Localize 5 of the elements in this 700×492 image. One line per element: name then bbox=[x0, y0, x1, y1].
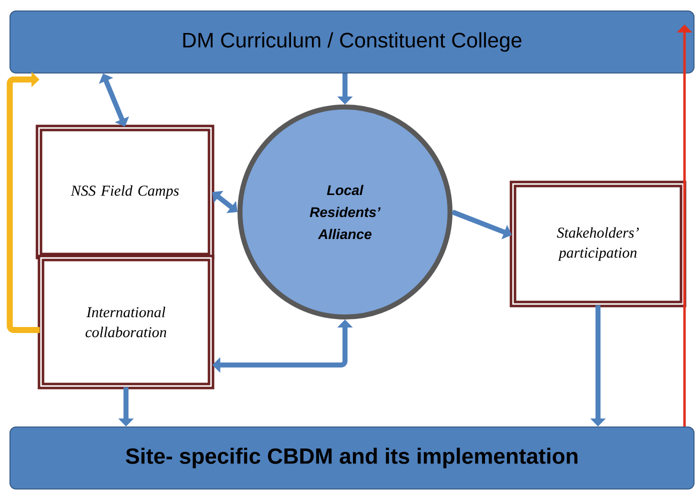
header-bar: DM Curriculum / Constituent College bbox=[10, 10, 695, 74]
process-box: International collaboration bbox=[38, 254, 214, 390]
process-box: NSS Field Camps bbox=[36, 124, 214, 260]
process-box: Stakeholders’ participation bbox=[510, 180, 686, 308]
footer-bar: Site- specific CBDM and its implementation bbox=[10, 426, 695, 490]
